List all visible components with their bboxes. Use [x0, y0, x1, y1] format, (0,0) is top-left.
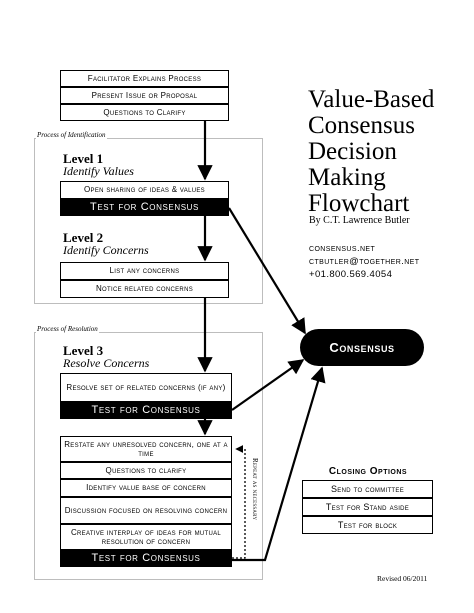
stand-aside-box: Test for Stand aside: [302, 498, 433, 516]
arrow-loop-to-consensus: [232, 366, 326, 562]
identification-panel: [34, 138, 263, 304]
identification-label: Process of Identification: [36, 131, 107, 139]
facilitator-box: Facilitator Explains Process: [60, 70, 229, 87]
title-line: Flowchart: [308, 190, 410, 217]
flowchart-title: Value-Based Consensus Decision Making Fl…: [308, 87, 434, 217]
arrow-level3-to-consensus: [231, 359, 305, 411]
send-committee-box: Send to committee: [302, 480, 433, 498]
title-line: Consensus: [308, 112, 415, 139]
closing-options-title: Closing Options: [328, 466, 408, 477]
resolve-set-box: Resolve set of related concerns (if any): [60, 373, 232, 402]
level3-test-box: Test for Consensus: [60, 402, 232, 419]
level3-title: Level 3: [63, 343, 104, 358]
author-byline: By C.T. Lawrence Butler: [309, 215, 410, 226]
resolution-label: Process of Resolution: [36, 325, 99, 333]
repeat-label: Repeat as necessary: [251, 458, 259, 521]
repeat-loop-line: [232, 445, 246, 559]
website-text: consensus.net: [309, 243, 376, 254]
present-issue-box: Present Issue or Proposal: [60, 87, 229, 104]
block-box: Test for block: [302, 516, 433, 534]
phone-text: +01.800.569.4054: [309, 269, 393, 280]
level1-subtitle: Identify Values: [63, 164, 134, 178]
questions-clarify-box: Questions to clarify: [60, 462, 232, 479]
related-concerns-box: Notice related concerns: [60, 280, 229, 298]
title-line: Value-Based: [308, 86, 435, 113]
level1-test-box: Test for Consensus: [60, 199, 229, 216]
resolution-panel: [34, 332, 263, 580]
consensus-oval: Consensus: [300, 329, 424, 366]
email-text: ctbutler@together.net: [309, 256, 420, 267]
level2-title: Level 2: [63, 230, 104, 245]
title-line: Making: [308, 164, 386, 191]
value-base-box: Identify value base of concern: [60, 479, 232, 497]
questions-box: Questions to Clarify: [60, 104, 229, 121]
creative-interplay-box: Creative interplay of ideas for mutual r…: [60, 524, 232, 550]
level3-subtitle: Resolve Concerns: [63, 356, 150, 370]
list-concerns-box: List any concerns: [60, 262, 229, 280]
title-line: Decision: [308, 138, 397, 165]
restate-concern-box: Restate any unresolved concern, one at a…: [60, 436, 232, 462]
level2-subtitle: Identify Concerns: [63, 243, 149, 257]
revised-date: Revised 06/2011: [377, 574, 428, 583]
arrow-level1-to-consensus: [228, 207, 306, 335]
level1-title: Level 1: [63, 151, 104, 166]
loop-test-box: Test for Consensus: [60, 550, 232, 567]
discussion-box: Discussion focused on resolving concern: [60, 497, 232, 524]
open-sharing-box: Open sharing of ideas & values: [60, 181, 229, 199]
